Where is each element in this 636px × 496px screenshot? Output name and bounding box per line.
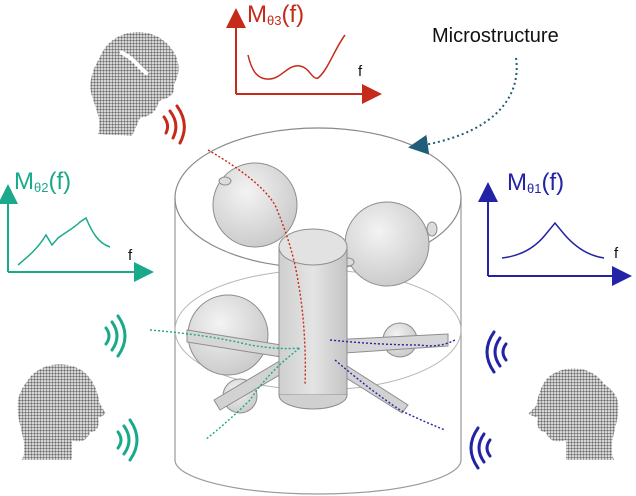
m-symbol: M xyxy=(14,168,34,195)
wave-paths xyxy=(149,149,456,441)
m-symbol: M xyxy=(247,1,267,28)
sound-wave-icon xyxy=(162,104,186,145)
m-theta1-label: Mθ1(f) xyxy=(507,169,565,196)
head-facing-left-icon xyxy=(528,368,619,460)
theta1-subscript: θ1 xyxy=(527,181,542,196)
tube-stub xyxy=(218,176,232,186)
frequency-axis-label: f xyxy=(614,245,619,262)
central-column xyxy=(278,246,348,396)
theta3-subscript: θ3 xyxy=(267,13,282,28)
chart-m-theta1 xyxy=(478,182,632,286)
curve xyxy=(247,34,346,80)
green-wave-path xyxy=(149,329,303,441)
chart-m-theta2 xyxy=(0,184,154,282)
blue-wave-path xyxy=(329,339,456,431)
frequency-axis-label: f xyxy=(128,247,133,264)
sound-wave-icon xyxy=(485,330,508,374)
curve xyxy=(17,216,111,266)
sound-wave-icon xyxy=(104,314,127,358)
chart-m-theta3 xyxy=(226,8,382,104)
sphere xyxy=(212,162,298,248)
paren-f: (f) xyxy=(541,169,565,196)
red-wave-path xyxy=(207,149,307,386)
head-facing-right-icon xyxy=(90,32,179,136)
microstructure-label: Microstructure xyxy=(432,25,559,47)
paren-f: (f) xyxy=(281,1,305,28)
frequency-axis-label: f xyxy=(358,63,363,80)
theta2-subscript: θ2 xyxy=(34,180,49,195)
m-symbol: M xyxy=(507,169,527,196)
sound-wave-icon xyxy=(116,418,139,462)
curve xyxy=(501,221,605,259)
sphere xyxy=(344,201,430,287)
sound-wave-icon xyxy=(469,426,492,470)
tube-stub xyxy=(426,221,438,237)
microstructure-pointer-arrow xyxy=(408,57,518,155)
head-facing-right-icon xyxy=(17,364,106,460)
paren-f: (f) xyxy=(48,168,72,195)
m-theta2-label: Mθ2(f) xyxy=(14,168,72,195)
m-theta3-label: Mθ3(f) xyxy=(247,1,305,28)
